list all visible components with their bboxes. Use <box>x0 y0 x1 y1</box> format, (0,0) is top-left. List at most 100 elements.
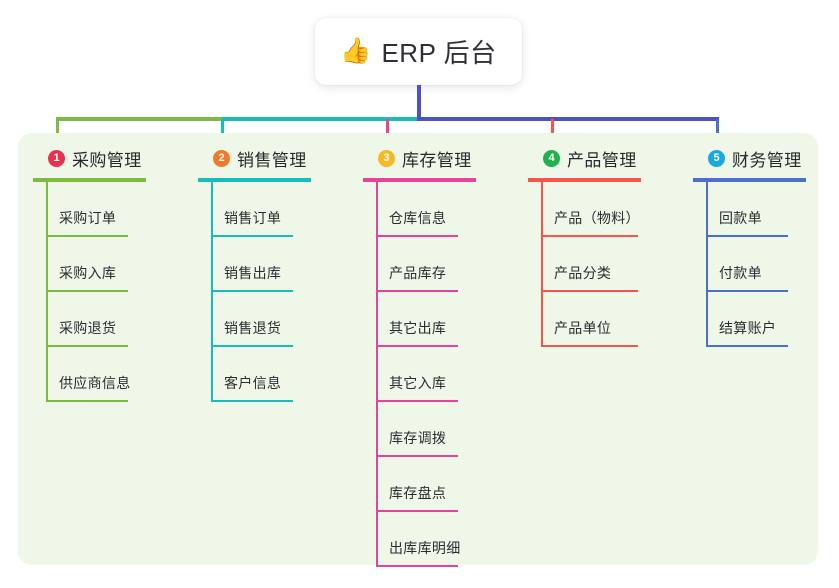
branch-title: 财务管理 <box>732 150 802 170</box>
branch-item-underline <box>211 345 293 347</box>
branch-item-label: 产品分类 <box>554 265 612 281</box>
branch-underline <box>363 178 476 182</box>
branch-index-badge: 4 <box>543 149 560 167</box>
branch-item-underline <box>376 565 458 567</box>
branch-item-underline <box>376 400 458 402</box>
root-title: ERP 后台 <box>381 38 497 68</box>
branch-item[interactable]: 付款单 <box>693 237 806 292</box>
branch-spine-connector <box>541 182 543 347</box>
branch-item[interactable]: 出库库明细 <box>363 512 476 567</box>
branch-item-underline <box>541 290 638 292</box>
branch-item[interactable]: 采购订单 <box>33 182 146 237</box>
branch-index-badge: 1 <box>48 149 65 167</box>
branch-item[interactable]: 仓库信息 <box>363 182 476 237</box>
branch-item-underline <box>46 290 128 292</box>
branch-spine-connector <box>46 182 48 402</box>
branch-item-label: 回款单 <box>719 210 762 226</box>
branch-item-label: 库存盘点 <box>389 485 447 501</box>
branch-index-badge: 5 <box>708 149 725 167</box>
branch-item[interactable]: 销售退货 <box>198 292 311 347</box>
branch-item[interactable]: 采购入库 <box>33 237 146 292</box>
bus-segment-2 <box>222 117 418 121</box>
branch-title: 采购管理 <box>72 150 142 170</box>
branch-item-list: 采购订单采购入库采购退货供应商信息 <box>33 182 146 402</box>
bus-segment-3 <box>417 117 719 121</box>
branch-item[interactable]: 采购退货 <box>33 292 146 347</box>
branch-item[interactable]: 库存调拨 <box>363 402 476 457</box>
branch-item-label: 供应商信息 <box>59 375 131 391</box>
root-stem-connector <box>417 85 421 119</box>
branch-item[interactable]: 其它出库 <box>363 292 476 347</box>
branch-column-1: 1 采购管理采购订单采购入库采购退货供应商信息 <box>33 145 146 402</box>
branch-header-2[interactable]: 2 销售管理 <box>198 145 311 171</box>
branch-item[interactable]: 库存盘点 <box>363 457 476 512</box>
branch-underline <box>33 178 146 182</box>
branch-item-underline <box>541 345 638 347</box>
branch-item[interactable]: 产品库存 <box>363 237 476 292</box>
branch-item-list: 回款单付款单结算账户 <box>693 182 806 347</box>
branch-item[interactable]: 销售出库 <box>198 237 311 292</box>
branch-item-underline <box>706 235 788 237</box>
branch-spine-connector <box>706 182 708 347</box>
branch-title: 产品管理 <box>567 150 637 170</box>
branch-item-label: 产品库存 <box>389 265 447 281</box>
bus-segment-1 <box>56 117 222 121</box>
branch-item-underline <box>376 345 458 347</box>
branch-item[interactable]: 结算账户 <box>693 292 806 347</box>
branch-item-underline <box>376 290 458 292</box>
branch-item-list: 产品（物料） 产品分类产品单位 <box>528 182 641 347</box>
branch-item-underline <box>46 235 128 237</box>
branch-item-underline <box>211 235 293 237</box>
branch-item-label: 其它出库 <box>389 320 447 336</box>
branch-item-label: 出库库明细 <box>389 540 461 556</box>
branch-underline <box>528 178 641 182</box>
branch-title: 库存管理 <box>402 150 472 170</box>
branch-item-label: 采购订单 <box>59 210 117 226</box>
branch-item-underline <box>376 455 458 457</box>
branch-item[interactable]: 产品（物料） <box>528 182 641 237</box>
branch-item-underline <box>211 290 293 292</box>
branch-item-list: 销售订单销售出库销售退货客户信息 <box>198 182 311 402</box>
branch-item-label: 付款单 <box>719 265 762 281</box>
branch-header-1[interactable]: 1 采购管理 <box>33 145 146 171</box>
branch-item[interactable]: 回款单 <box>693 182 806 237</box>
branch-item[interactable]: 客户信息 <box>198 347 311 402</box>
branch-item-label: 产品（物料） <box>554 210 640 226</box>
branch-index-badge: 2 <box>213 149 230 167</box>
branch-item-label: 其它入库 <box>389 375 447 391</box>
branch-item-underline <box>46 400 128 402</box>
branch-title: 销售管理 <box>237 150 307 170</box>
branch-header-3[interactable]: 3 库存管理 <box>363 145 476 171</box>
branch-item-underline <box>706 290 788 292</box>
branch-item-label: 销售退货 <box>224 320 282 336</box>
branches-panel <box>18 133 818 565</box>
branch-header-5[interactable]: 5 财务管理 <box>693 145 806 171</box>
branch-item[interactable]: 其它入库 <box>363 347 476 402</box>
branch-item-label: 库存调拨 <box>389 430 447 446</box>
branch-item-underline <box>706 345 788 347</box>
branch-column-4: 4 产品管理产品（物料） 产品分类产品单位 <box>528 145 641 347</box>
branch-column-2: 2 销售管理销售订单销售出库销售退货客户信息 <box>198 145 311 402</box>
branch-spine-connector <box>376 182 378 567</box>
branch-header-4[interactable]: 4 产品管理 <box>528 145 641 171</box>
branch-item[interactable]: 供应商信息 <box>33 347 146 402</box>
branch-item-label: 仓库信息 <box>389 210 447 226</box>
branch-item-underline <box>541 235 638 237</box>
branch-item-label: 销售订单 <box>224 210 282 226</box>
branch-item[interactable]: 产品单位 <box>528 292 641 347</box>
branch-underline <box>693 178 806 182</box>
branch-item-label: 销售出库 <box>224 265 282 281</box>
thumbs-up-icon: 👍 <box>340 37 372 65</box>
branch-item-underline <box>376 235 458 237</box>
branch-item[interactable]: 产品分类 <box>528 237 641 292</box>
branch-column-3: 3 库存管理仓库信息产品库存其它出库其它入库库存调拨库存盘点出库库明细 <box>363 145 476 567</box>
branch-spine-connector <box>211 182 213 402</box>
root-node[interactable]: 👍 ERP 后台 <box>315 18 522 85</box>
branch-item-underline <box>211 400 293 402</box>
branch-item[interactable]: 销售订单 <box>198 182 311 237</box>
branch-item-underline <box>376 510 458 512</box>
branch-item-label: 采购入库 <box>59 265 117 281</box>
branch-index-badge: 3 <box>378 149 395 167</box>
branch-item-label: 客户信息 <box>224 375 282 391</box>
